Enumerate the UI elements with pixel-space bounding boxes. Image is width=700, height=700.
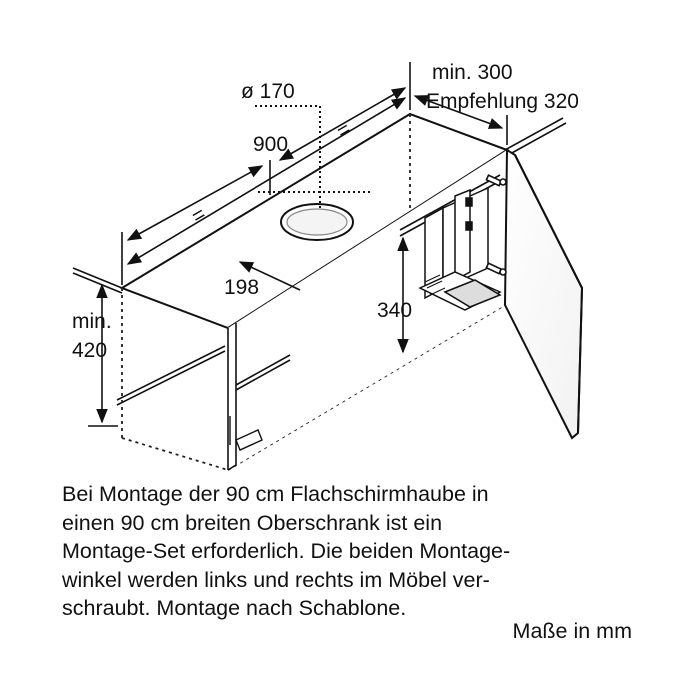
note-line: winkel werden links und rechts im Möbel … <box>62 567 490 592</box>
hinge-lower-icon <box>485 262 507 276</box>
equal-left-label: = <box>188 202 210 228</box>
width-label: 900 <box>253 133 288 156</box>
note-line: schraubt. Montage nach Schablone. <box>62 596 407 620</box>
left-mounting-bracket <box>229 416 263 451</box>
duct-cutout <box>280 203 354 241</box>
inner-height-label: 340 <box>377 299 412 322</box>
depth-dimension <box>413 95 508 145</box>
hinge-upper-icon <box>485 174 507 187</box>
duct-diameter-label: ø 170 <box>241 80 295 103</box>
note-line: Montage-Set erforderlich. Die beiden Mon… <box>62 539 511 563</box>
min-depth-label: min. 300 <box>432 61 513 84</box>
recommended-depth-label: Empfehlung 320 <box>426 90 579 113</box>
min-height-value: 420 <box>72 339 107 362</box>
note-line: einen 90 cm breiten Oberschrank ist ein <box>62 510 443 535</box>
wall-edge-lines <box>72 117 567 406</box>
cabinet-door <box>503 148 584 440</box>
installation-note: Bei Montage der 90 cm Flachschirmhaube i… <box>62 480 682 623</box>
width-dimension <box>121 62 411 285</box>
duct-offset-label: 198 <box>224 276 259 299</box>
height-dimension-left <box>88 283 118 427</box>
door-hinges <box>485 174 507 276</box>
right-mounting-bracket <box>418 186 502 311</box>
min-height-label: min. <box>72 310 112 333</box>
offset-dimension <box>238 261 301 291</box>
units-note: Maße in mm <box>512 619 632 643</box>
note-line: Bei Montage der 90 cm Flachschirmhaube i… <box>62 482 489 506</box>
